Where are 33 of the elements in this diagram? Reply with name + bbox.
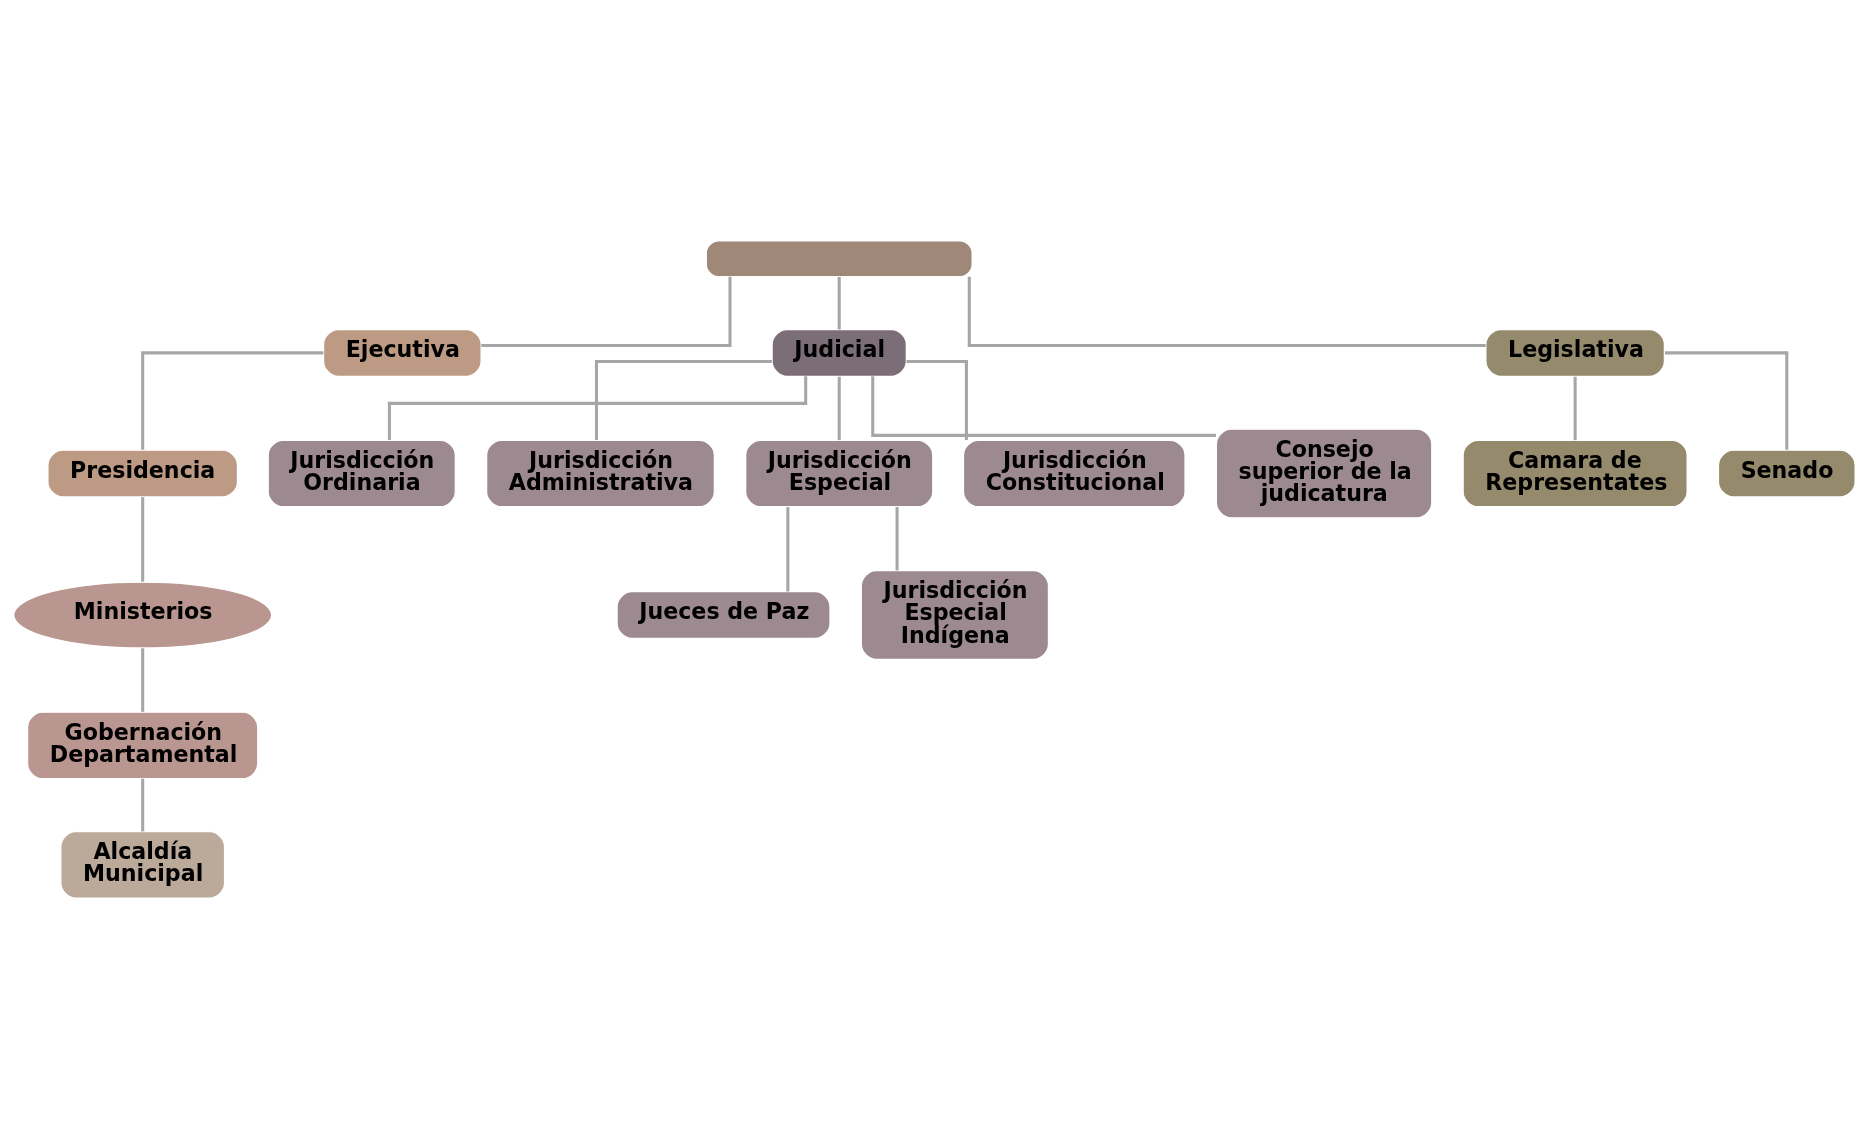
connector (837, 276, 841, 330)
node-box: Judicial (771, 328, 907, 377)
node-box: Presidencia (47, 449, 239, 498)
node-box (705, 240, 973, 278)
connector (141, 351, 324, 450)
connector (967, 276, 1486, 348)
connector (895, 507, 899, 571)
node-box: Jueces de Paz (616, 591, 831, 640)
connector (141, 778, 145, 832)
connector (387, 376, 808, 441)
node-box: Legislativa (1485, 328, 1665, 377)
connector (481, 276, 732, 348)
connector (594, 359, 772, 440)
connector (1573, 376, 1577, 441)
connector (1664, 351, 1789, 450)
connector (871, 376, 1216, 437)
node-box: Jurisdicción Constitucional (962, 439, 1186, 508)
node-box: Alcaldía Municipal (60, 831, 226, 899)
connector (906, 359, 968, 440)
connector (837, 376, 841, 441)
connector (786, 507, 790, 592)
node-box: Jurisdicción Especial (745, 439, 934, 508)
node-box: Ejecutiva (322, 328, 482, 377)
node-box: Camara de Representates (1462, 439, 1688, 508)
connector (141, 648, 145, 712)
node-box: Jurisdicción Administrativa (486, 439, 715, 508)
node-box: Jurisdicción Especial Indígena (860, 570, 1050, 660)
connector (141, 497, 145, 582)
node-box: Jurisdicción Ordinaria (267, 439, 456, 508)
node-box: Consejo superior de la judicatura (1215, 428, 1433, 519)
node-ellipse: Ministerios (13, 581, 273, 649)
node-box: Gobernación Departamental (27, 711, 259, 780)
node-box: Senado (1717, 449, 1856, 498)
